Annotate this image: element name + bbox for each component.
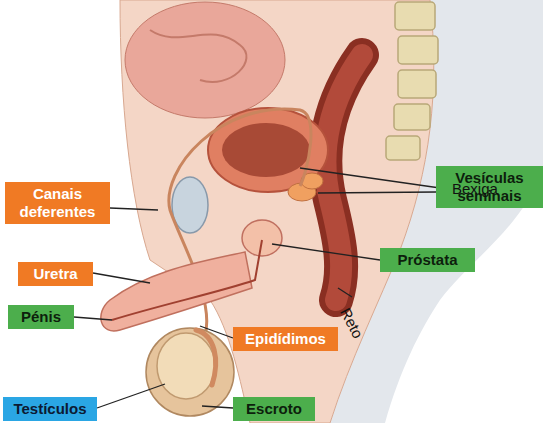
spine	[386, 2, 438, 160]
part-label-box: Testículos	[3, 397, 97, 421]
part-label: Bexiga	[452, 180, 498, 197]
testicle	[157, 333, 215, 399]
prostate	[242, 220, 282, 256]
pubic-bone	[172, 177, 208, 233]
part-name: Epidídimos	[239, 330, 332, 348]
intestine	[125, 2, 285, 118]
part-label-box: Epidídimos	[233, 327, 338, 351]
part-name: Pénis	[14, 308, 68, 326]
part-label-box: Escroto	[233, 397, 315, 421]
pelvis-flesh	[120, 0, 434, 423]
penis	[101, 252, 252, 331]
part-label-box: Próstata	[380, 248, 475, 272]
epididymis	[196, 330, 216, 385]
intestine-fold	[150, 30, 246, 82]
rectum	[325, 55, 362, 300]
part-name: Uretra	[24, 265, 87, 283]
part-label-box: Pénis	[8, 305, 74, 329]
rectum-inner	[325, 55, 362, 300]
part-name: Testículos	[9, 400, 91, 418]
bladder-lumen	[222, 123, 310, 177]
scrotum	[146, 328, 234, 416]
part-label: Reto	[337, 305, 367, 341]
part-name: Escroto	[239, 400, 309, 418]
leader-lines	[74, 168, 447, 408]
part-name: Próstata	[386, 251, 469, 269]
part-name: Canais deferentes	[11, 185, 104, 221]
part-label-box: Canais deferentes	[5, 182, 110, 224]
part-label-box: Uretra	[18, 262, 93, 286]
